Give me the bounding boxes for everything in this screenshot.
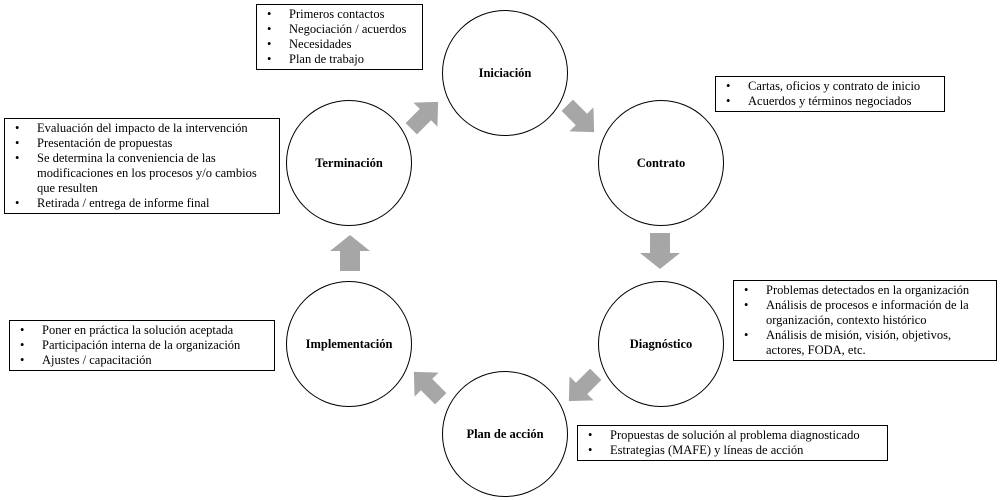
stage-iniciacion: Iniciación: [442, 10, 568, 136]
note-plan-de-accion: Propuestas de solución al problema diagn…: [577, 425, 888, 461]
note-item: Participación interna de la organización: [14, 338, 268, 353]
note-iniciacion: Primeros contactos Negociación / acuerdo…: [256, 4, 423, 70]
note-item: Ajustes / capacitación: [14, 353, 268, 368]
arrow-plan-to-implementacion: [413, 371, 447, 405]
arrow-contrato-to-diagnostico: [640, 233, 680, 269]
note-item: Plan de trabajo: [261, 52, 416, 67]
note-item: Retirada / entrega de informe final: [9, 196, 273, 211]
stage-label-implementacion: Implementación: [305, 336, 393, 351]
stage-plan-de-accion: Plan de acción: [442, 371, 568, 497]
stage-terminacion: Terminación: [286, 100, 412, 226]
note-terminacion: Evaluación del impacto de la intervenció…: [4, 118, 280, 214]
note-item: Evaluación del impacto de la intervenció…: [9, 121, 273, 136]
note-item: Cartas, oficios y contrato de inicio: [720, 79, 938, 94]
note-item: Necesidades: [261, 37, 416, 52]
stage-label-contrato: Contrato: [636, 155, 686, 170]
note-implementacion: Poner en práctica la solución aceptada P…: [9, 320, 275, 371]
arrow-terminacion-to-iniciacion: [405, 101, 439, 135]
stage-contrato: Contrato: [598, 100, 724, 226]
note-item: Propuestas de solución al problema diagn…: [582, 428, 881, 443]
note-item: Estrategias (MAFE) y líneas de acción: [582, 443, 881, 458]
note-item: Primeros contactos: [261, 7, 416, 22]
note-diagnostico: Problemas detectados en la organización …: [733, 280, 997, 361]
note-item: Presentación de propuestas: [9, 136, 273, 151]
stage-label-diagnostico: Diagnóstico: [629, 336, 693, 351]
arrow-implementacion-to-terminacion: [330, 235, 370, 271]
stage-label-plan-de-accion: Plan de acción: [466, 426, 544, 441]
stage-label-terminacion: Terminación: [315, 155, 383, 170]
note-contrato: Cartas, oficios y contrato de inicio Acu…: [715, 76, 945, 112]
note-item: Acuerdos y términos negociados: [720, 94, 938, 109]
stage-implementacion: Implementación: [286, 281, 412, 407]
note-item: Análisis de misión, visión, objetivos, a…: [738, 328, 990, 358]
stage-label-iniciacion: Iniciación: [478, 65, 532, 80]
note-item: Análisis de procesos e información de la…: [738, 298, 990, 328]
stage-diagnostico: Diagnóstico: [598, 281, 724, 407]
arrow-iniciacion-to-contrato: [561, 99, 595, 133]
note-item: Poner en práctica la solución aceptada: [14, 323, 268, 338]
note-item: Negociación / acuerdos: [261, 22, 416, 37]
note-item: Se determina la conveniencia de las modi…: [9, 151, 273, 196]
note-item: Problemas detectados en la organización: [738, 283, 990, 298]
arrow-diagnostico-to-plan: [568, 368, 602, 402]
